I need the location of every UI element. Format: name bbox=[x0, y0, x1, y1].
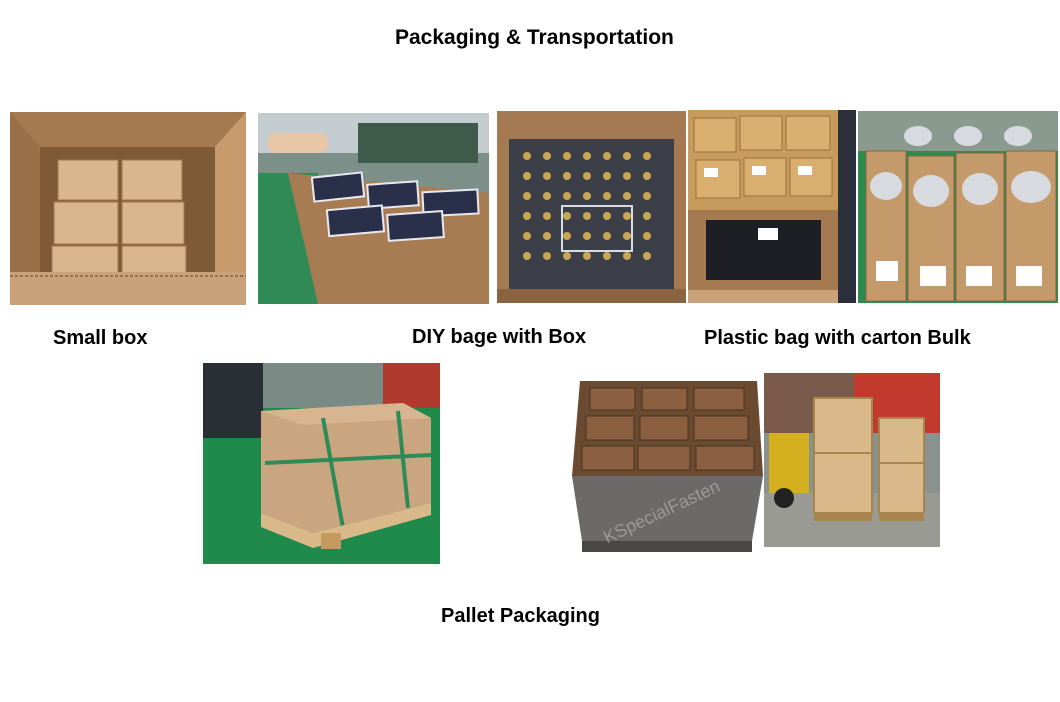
small-box-photo bbox=[10, 112, 246, 305]
plastic-bag-caption: Plastic bag with carton Bulk bbox=[704, 327, 971, 349]
diy-bag-caption: DIY bage with Box bbox=[412, 326, 587, 348]
pallet-photo bbox=[203, 363, 440, 564]
tray-photo bbox=[497, 111, 686, 303]
bulk-carton-photo bbox=[858, 111, 1058, 303]
diy-bag-photo bbox=[258, 113, 489, 304]
small-box-caption: Small box bbox=[53, 327, 148, 349]
page-title: Packaging & Transportation bbox=[395, 26, 674, 49]
plastic-bag-photo bbox=[688, 110, 856, 303]
crates-forklift-photo bbox=[764, 373, 940, 547]
pallet-caption: Pallet Packaging bbox=[441, 605, 600, 627]
crate-photo: KSpecialFasten bbox=[572, 376, 763, 552]
